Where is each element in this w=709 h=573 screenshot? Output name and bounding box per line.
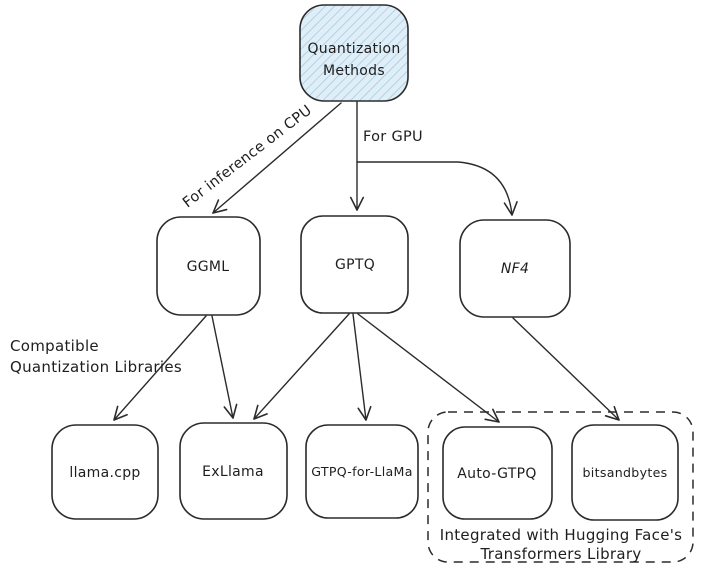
huggingface-note-line1: Integrated with Hugging Face's	[440, 526, 683, 544]
node-quantization-methods-box	[299, 4, 409, 102]
node-ggml-box	[156, 216, 261, 316]
compatible-libraries-note-line1: Compatible	[10, 337, 99, 355]
edge-gptq-to-gtpq-for-llama	[352, 313, 372, 421]
node-llama-cpp-label: llama.cpp	[69, 465, 140, 481]
node-quantization-methods-label-line2: Methods	[323, 63, 385, 79]
node-nf4-box	[459, 219, 571, 318]
edge-gptq-to-auto-gtpq	[357, 313, 500, 423]
node-gptq-label: GPTQ	[335, 257, 375, 273]
node-gtpq-for-llama-box	[305, 424, 419, 519]
node-quantization-methods-label-line1: Quantization	[307, 41, 400, 57]
edge-label-gpu: For GPU	[363, 129, 423, 145]
node-gtpq-for-llama-label: GTPQ-for-LlaMa	[311, 464, 412, 479]
edge-gptq-to-exllama	[253, 313, 350, 420]
nodes-group	[51, 4, 679, 521]
edge-ggml-to-exllama	[211, 315, 238, 419]
node-auto-gtpq-label: Auto-GTPQ	[457, 466, 536, 482]
node-bitsandbytes-label: bitsandbytes	[583, 465, 668, 480]
compatible-libraries-note-line2: Quantization Libraries	[10, 358, 182, 376]
edge-label-cpu: For inference on CPU	[180, 102, 315, 211]
node-exllama-box	[179, 422, 288, 520]
node-nf4-label: NF4	[501, 261, 529, 277]
edges-group	[113, 101, 620, 423]
node-bitsandbytes-box	[571, 424, 679, 521]
edge-root-to-nf4	[356, 161, 518, 216]
huggingface-note-line2: Transformers Library	[479, 545, 641, 563]
edge-root-to-ggml	[212, 102, 342, 214]
node-ggml-label: GGML	[187, 259, 230, 275]
node-auto-gtpq-box	[442, 426, 553, 520]
edge-nf4-to-bitsandbytes	[512, 317, 620, 421]
huggingface-dashed-container	[427, 411, 694, 563]
node-llama-cpp-box	[51, 424, 159, 520]
node-gptq-box	[300, 215, 409, 314]
node-exllama-label: ExLlama	[202, 464, 264, 480]
edge-ggml-to-llama-cpp	[113, 315, 207, 421]
